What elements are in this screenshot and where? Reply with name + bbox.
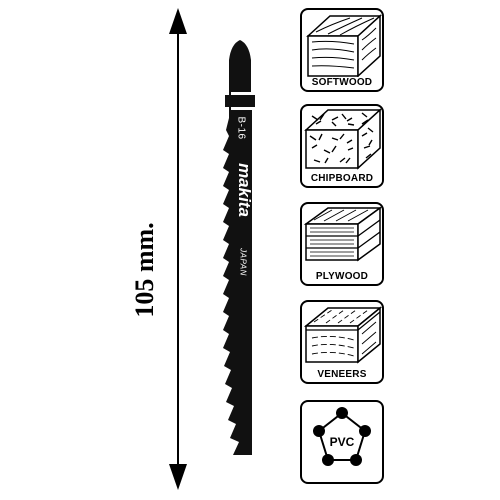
blade-brand-logo: makita [235, 163, 254, 217]
blade-tab [225, 95, 255, 107]
veneers-icon [303, 306, 382, 364]
pvc-icon [313, 407, 371, 466]
softwood-icon [306, 14, 382, 78]
blade-shank [229, 40, 251, 92]
material-tile-pvc: PVC [300, 400, 384, 484]
blade-body [223, 92, 252, 455]
material-label: PVC [329, 435, 355, 449]
blade-origin: JAPAN [238, 248, 248, 276]
material-label: VENEERS [302, 369, 382, 380]
material-tile-softwood: SOFTWOOD [300, 8, 384, 92]
material-label: PLYWOOD [302, 271, 382, 282]
material-tile-veneers: VENEERS [300, 300, 384, 384]
material-tile-chipboard: CHIPBOARD [300, 104, 384, 188]
plywood-icon [303, 206, 382, 262]
chipboard-icon [304, 108, 382, 170]
material-label: CHIPBOARD [302, 173, 382, 184]
material-tile-plywood: PLYWOOD [300, 202, 384, 286]
blade-code: B-16 [235, 116, 247, 140]
material-label: SOFTWOOD [302, 77, 382, 88]
